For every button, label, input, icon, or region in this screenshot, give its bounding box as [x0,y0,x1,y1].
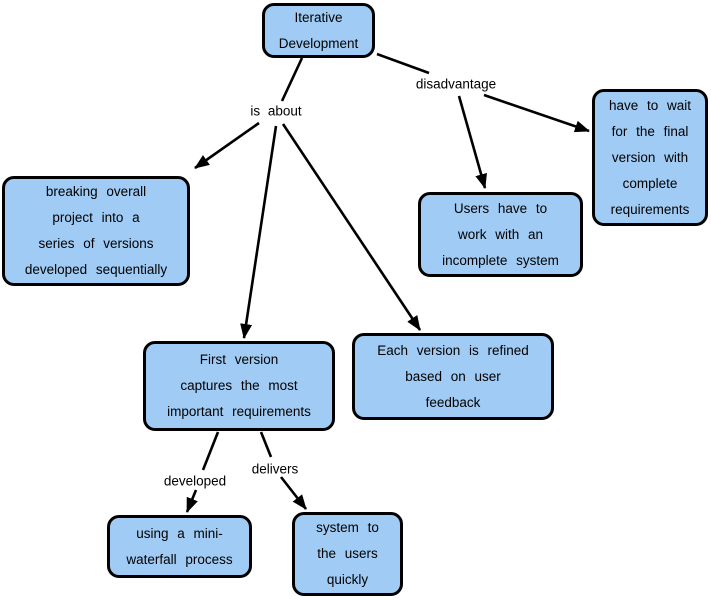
node-text-line: using a mini- [136,525,223,541]
node-text-line: system to [316,520,379,535]
node-text-line: complete [622,175,678,191]
node-system-to-users-quickly[interactable]: system to the users quickly [292,512,403,596]
node-text-line: for the final [611,123,689,139]
node-text-line: developed sequentially [24,262,168,277]
connector-disadvantage-to-users [457,95,487,189]
connector-delivers-to-system [279,476,308,510]
node-text-line: waterfall process [126,551,233,567]
node-first-version-requirements[interactable]: First version captures the most important … [143,341,335,431]
node-text-line: Development [278,35,359,51]
node-text-line: requirements [610,201,690,217]
node-text-line: First version [199,352,279,367]
connector-iterative-to-disadvantage [376,52,430,75]
node-text-line: the users [317,546,378,561]
node-wait-final-version[interactable]: have to wait for the final version with com… [592,89,708,226]
connector-is-about-to-first-version [240,125,278,339]
node-text-line: series of versions [38,236,154,251]
node-text-line: Iterative [294,9,343,25]
edge-label-disadvantage[interactable]: disadvantage [413,76,499,92]
node-text-line: important requirements [167,404,311,419]
node-breaking-overall-project[interactable]: breaking overall project into a series of … [2,176,190,286]
node-text-line: Each version is refined [377,342,529,358]
node-each-version-refined[interactable]: Each version is refined based on user feed… [352,333,554,420]
connector-developed-to-mini-waterfall [185,489,198,513]
node-text-line: have to wait [608,97,692,113]
node-text-line: based on user [405,368,501,384]
node-text-line: captures the most [180,378,298,393]
connector-is-about-to-breaking-overall [194,121,260,170]
connector-disadvantage-to-wait-final [483,93,590,133]
connector-first-version-to-developed [201,431,220,471]
node-text-line: project into a [52,210,140,225]
node-text-line: feedback [425,394,481,410]
node-text-line: breaking overall [45,184,147,199]
node-mini-waterfall-process[interactable]: using a mini-waterfall process [107,515,252,578]
edge-label-developed[interactable]: developed [161,473,229,489]
node-text-line: Users have to [453,200,548,216]
node-text-line: quickly [326,572,369,587]
connector-is-about-to-each-version [281,123,422,331]
node-text-line: incomplete system [442,252,559,268]
node-text-line: work with an [457,226,544,242]
edge-label-delivers[interactable]: delivers [249,461,301,477]
edge-label-is-about[interactable]: is about [248,103,304,119]
connector-iterative-to-is-about [280,57,304,102]
connector-first-version-to-delivers [259,431,273,458]
node-text-line: version with [611,149,689,165]
node-users-incomplete-system[interactable]: Users have to work with an incomplete syst… [418,192,583,277]
